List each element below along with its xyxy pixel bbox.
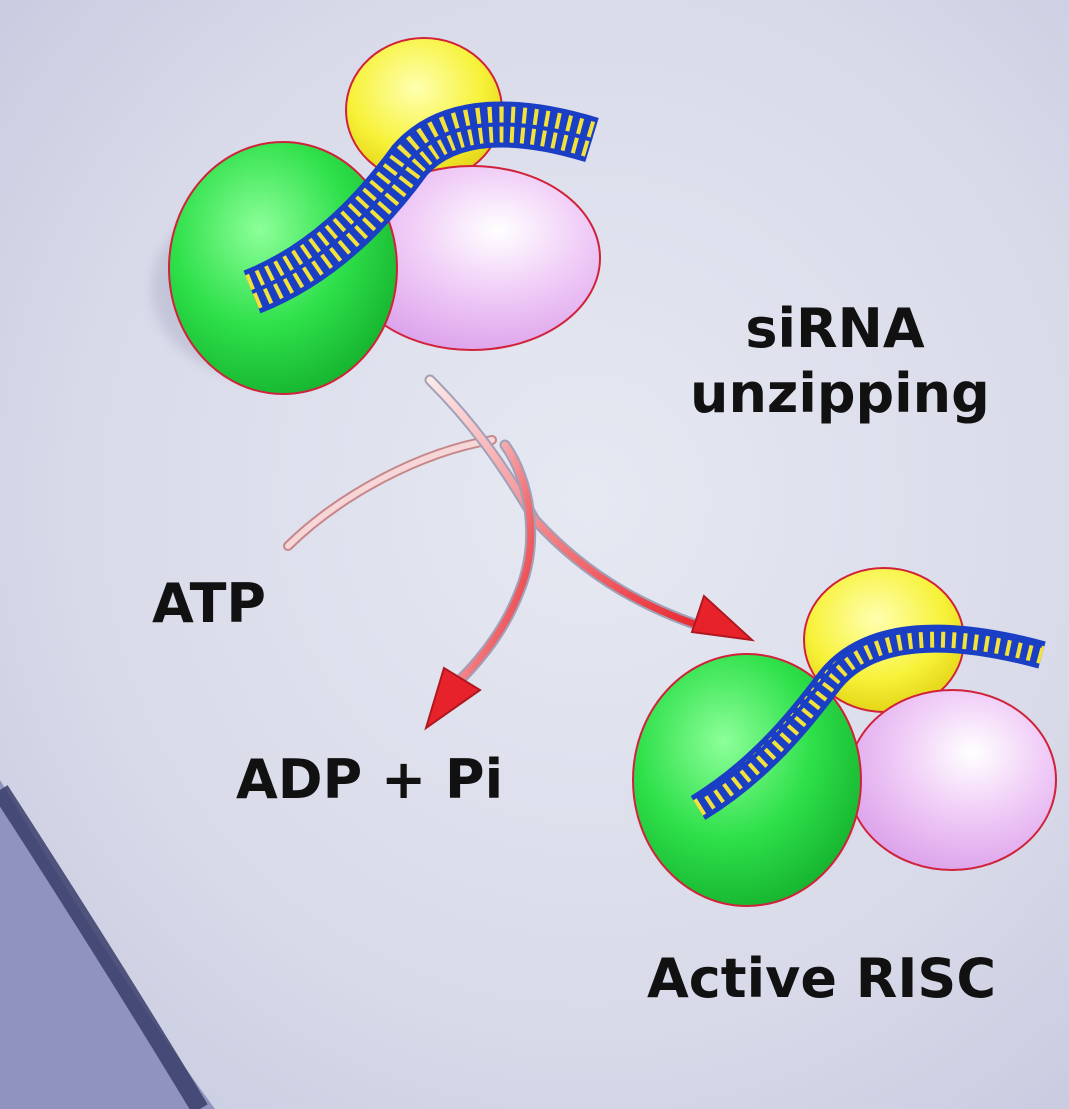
active-risc-complex-icon [632,567,1057,907]
siRNA-unzipping-label-line2: unzipping [690,361,990,425]
adp-pi-label: ADP + Pi [236,748,504,811]
background-dark-corner [0,780,215,1109]
background-dark-edge [0,785,208,1109]
reaction-arrow-icon [283,374,756,731]
atp-label: ATP [152,572,267,635]
inactive-risc-complex-icon [152,37,601,395]
siRNA-unzipping-label: siRNA unzipping [690,297,990,427]
siRNA-unzipping-label-line1: siRNA [745,297,925,360]
active-risc-label: Active RISC [647,947,996,1010]
